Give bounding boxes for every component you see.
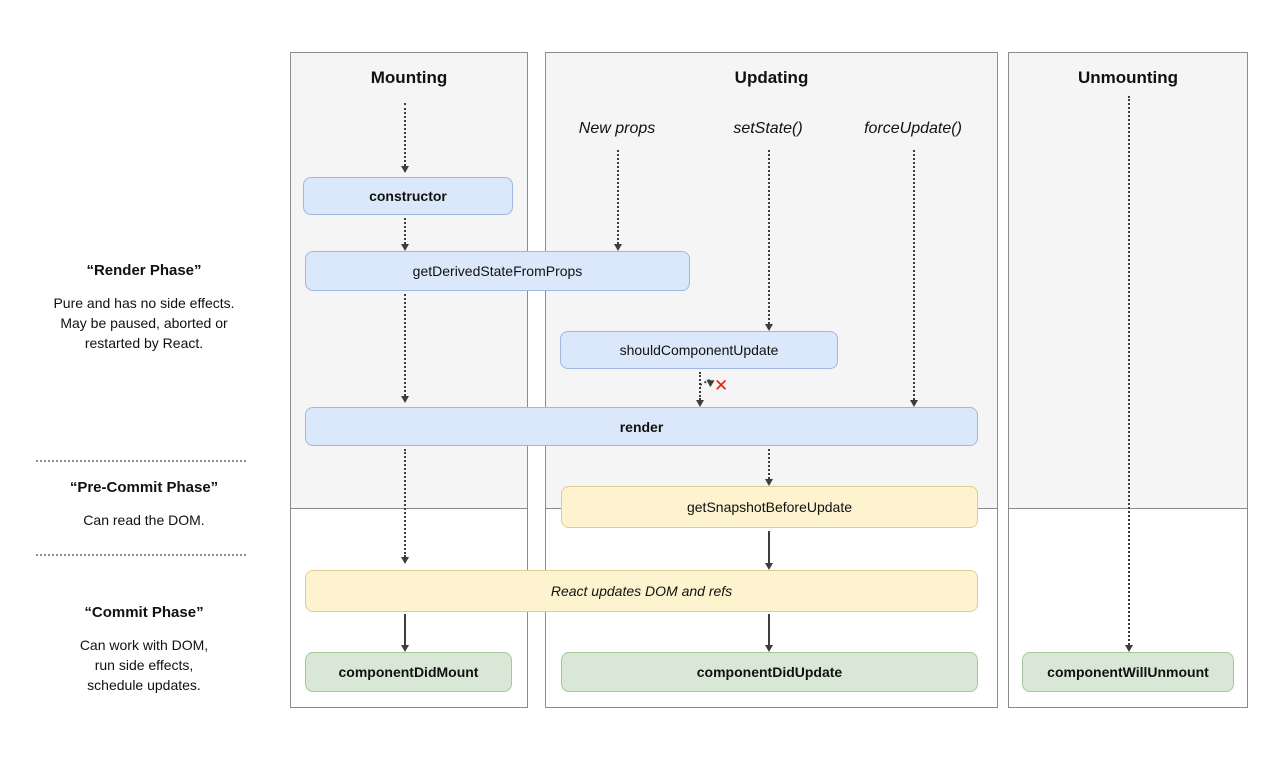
phase-desc-line: run side effects, [94, 657, 194, 673]
method-box-shouldcomponentupdate: shouldComponentUpdate [560, 331, 838, 369]
method-box-componentdidmount: componentDidMount [305, 652, 512, 692]
bail-out-x-icon: ✕ [714, 376, 729, 395]
arrow-reactupdates-to-didmount [401, 614, 409, 652]
arrow-getsnapshot-to-reactupdates [765, 531, 773, 570]
arrow-constructor-to-getderived [401, 218, 409, 251]
trigger-force-update: forceUpdate() [864, 120, 962, 137]
phase-desc-line: Pure and has no side effects. [53, 295, 235, 311]
phase-label-render: “Render Phase” Pure and has no side effe… [0, 262, 288, 353]
trigger-new-props: New props [578, 120, 656, 137]
arrow-mounting-to-constructor [401, 103, 409, 173]
phase-title-pre-commit: “Pre-Commit Phase” [69, 479, 219, 496]
method-box-componentwillunmount: componentWillUnmount [1022, 652, 1234, 692]
phase-label-commit: “Commit Phase” Can work with DOM, run si… [0, 604, 288, 695]
arrow-unmounting-to-willunmount [1125, 96, 1133, 652]
arrow-newprops-to-getderived [614, 150, 622, 251]
arrow-shouldupdate-to-render [696, 372, 704, 407]
arrow-render-to-getsnapshot [765, 449, 773, 486]
method-box-render: render [305, 407, 978, 446]
trigger-set-state: setState() [733, 120, 803, 137]
arrow-forceupdate-to-render [910, 150, 918, 407]
step-box-react-updates-dom: React updates DOM and refs [305, 570, 978, 612]
phase-desc-line: May be paused, aborted or [60, 315, 228, 331]
phase-divider [36, 460, 246, 462]
phase-divider [36, 554, 246, 556]
phase-label-pre-commit: “Pre-Commit Phase” Can read the DOM. [0, 479, 288, 530]
phase-desc-line: Can work with DOM, [79, 637, 209, 653]
phase-desc-line: Can read the DOM. [83, 512, 205, 528]
method-box-componentdidupdate: componentDidUpdate [561, 652, 978, 692]
arrow-getderived-to-render [401, 294, 409, 403]
arrow-render-to-reactupdates [401, 449, 409, 564]
arrow-setstate-to-shouldupdate [765, 150, 773, 331]
column-title-mounting: Mounting [370, 68, 448, 87]
phase-desc-line: restarted by React. [84, 335, 204, 351]
column-title-unmounting: Unmounting [1077, 68, 1179, 87]
phase-title-commit: “Commit Phase” [84, 604, 204, 621]
method-box-getderivedstatefromprops: getDerivedStateFromProps [305, 251, 690, 291]
phase-desc-line: schedule updates. [87, 677, 201, 693]
phase-title-render: “Render Phase” [86, 262, 202, 279]
arrow-reactupdates-to-didupdate [765, 614, 773, 652]
column-title-updating: Updating [734, 68, 809, 87]
method-box-constructor: constructor [303, 177, 513, 215]
method-box-getsnapshotbeforeupdate: getSnapshotBeforeUpdate [561, 486, 978, 528]
